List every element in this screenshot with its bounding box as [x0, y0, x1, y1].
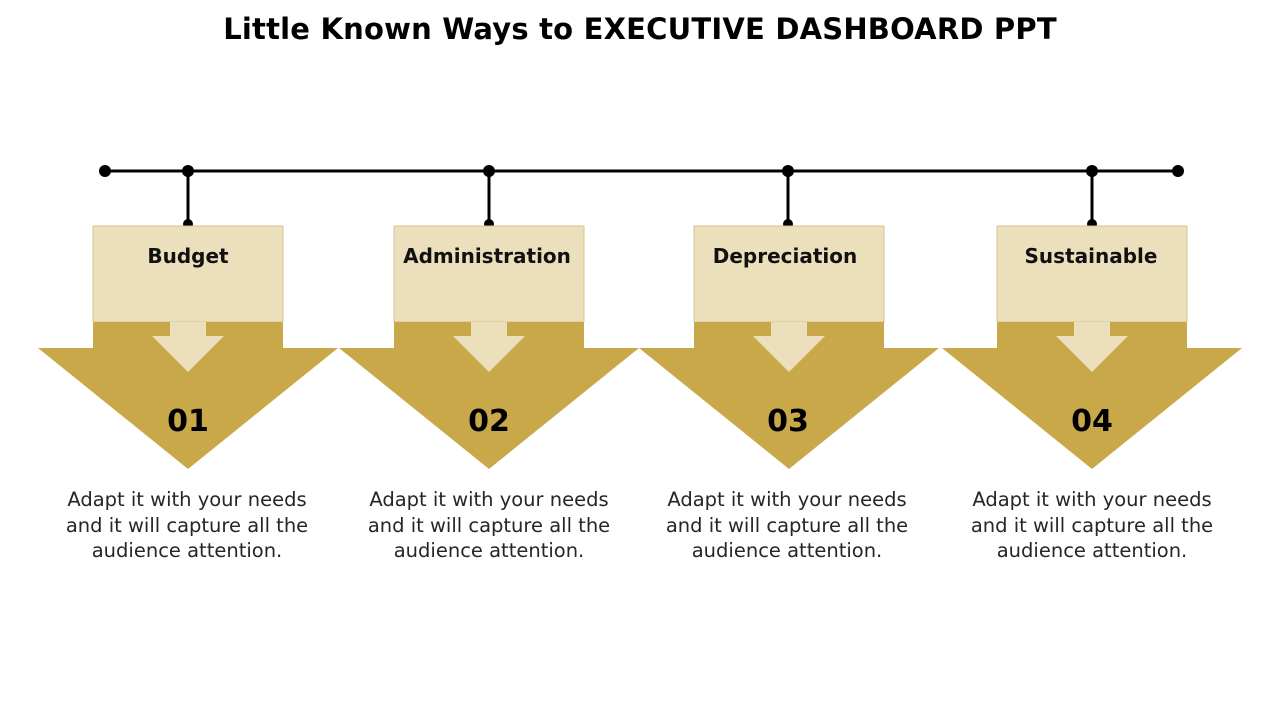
- step-number: 01: [167, 404, 209, 439]
- step-3-description: Adapt it with your needs and it will cap…: [665, 488, 909, 562]
- label-box: [693, 225, 885, 323]
- step-number: 04: [1071, 404, 1113, 439]
- arrow-shape: [38, 322, 338, 469]
- arrow-shape: [339, 322, 639, 469]
- step-2: Administration 02: [339, 165, 639, 469]
- step-3: Depreciation 03: [639, 165, 939, 469]
- label-box: [92, 225, 284, 323]
- step-label: Budget: [147, 244, 229, 268]
- step-1-description: Adapt it with your needs and it will cap…: [65, 488, 309, 562]
- arrow-shape: [942, 322, 1242, 469]
- connector-dot-top: [1086, 165, 1098, 177]
- step-label: Depreciation: [713, 244, 858, 268]
- timeline-end-dot-right: [1172, 165, 1184, 177]
- connector-dot-top: [483, 165, 495, 177]
- step-2-description: Adapt it with your needs and it will cap…: [367, 488, 611, 562]
- step-number: 02: [468, 404, 510, 439]
- step-number: 03: [767, 404, 809, 439]
- inner-arrow: [1056, 322, 1128, 372]
- step-4-description: Adapt it with your needs and it will cap…: [970, 488, 1214, 562]
- step-4: Sustainable 04: [942, 165, 1242, 469]
- timeline-end-dot-left: [99, 165, 111, 177]
- step-label: Administration: [403, 244, 571, 268]
- page-title: Little Known Ways to EXECUTIVE DASHBOARD…: [223, 12, 1057, 46]
- connector-dot-top: [782, 165, 794, 177]
- label-box: [996, 225, 1188, 323]
- arrow-shape: [639, 322, 939, 469]
- inner-arrow: [453, 322, 525, 372]
- label-box: [393, 225, 585, 323]
- inner-arrow: [152, 322, 224, 372]
- step-1: Budget 01: [38, 165, 338, 469]
- inner-arrow: [753, 322, 825, 372]
- connector-dot-top: [182, 165, 194, 177]
- step-label: Sustainable: [1025, 244, 1158, 268]
